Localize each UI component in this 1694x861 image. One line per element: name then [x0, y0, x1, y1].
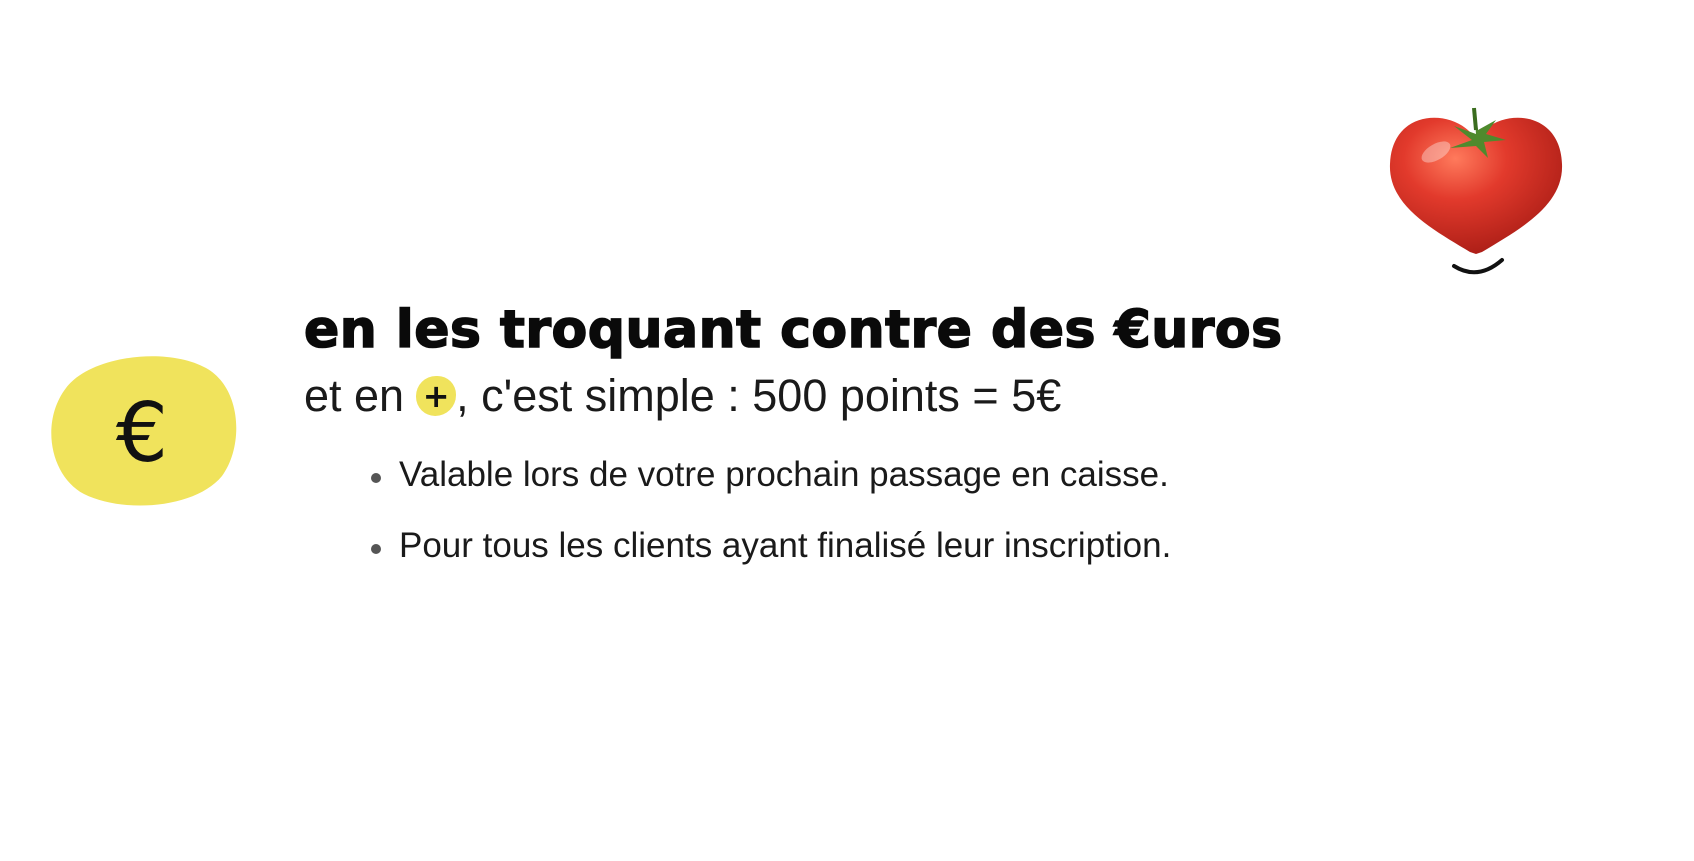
euro-icon: € [115, 385, 169, 481]
list-item-text: Valable lors de votre prochain passage e… [399, 455, 1169, 494]
subline: et en + , c'est simple : 500 points = 5€ [304, 370, 1061, 422]
bullet-icon [371, 473, 381, 483]
list-item: Valable lors de votre prochain passage e… [368, 455, 1171, 495]
plus-icon: + [416, 376, 457, 416]
heart-tomato-icon [1388, 104, 1564, 284]
yellow-blob-shape [51, 356, 237, 506]
list-item: Pour tous les clients ayant finalisé leu… [368, 526, 1171, 566]
subline-suffix: , c'est simple : 500 points = 5€ [456, 370, 1062, 421]
benefit-list: Valable lors de votre prochain passage e… [368, 455, 1171, 597]
headline: en les troquant contre des €uros [303, 299, 1283, 361]
bullet-icon [371, 544, 381, 554]
subline-prefix: et en [304, 370, 405, 421]
list-item-text: Pour tous les clients ayant finalisé leu… [399, 526, 1172, 565]
euro-badge: € [46, 350, 238, 510]
